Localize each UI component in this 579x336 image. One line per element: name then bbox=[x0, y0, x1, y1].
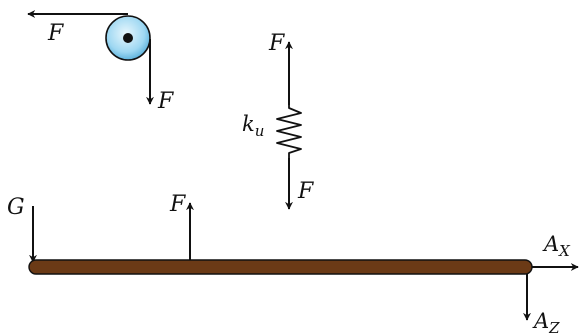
reaction-x-label: AX bbox=[542, 232, 571, 260]
reaction-z-label: AZ bbox=[532, 309, 560, 336]
spring-coil bbox=[276, 105, 302, 158]
spring-force-up-label: F bbox=[268, 31, 285, 56]
pulley-assembly: F F bbox=[27, 10, 174, 114]
pulley-force-down-label: F bbox=[157, 89, 174, 114]
beam-force-up-label: F bbox=[169, 192, 186, 217]
pulley-force-left-label: F bbox=[47, 21, 64, 46]
beam-assembly: G F AX AZ bbox=[7, 192, 579, 336]
pulley-axle bbox=[123, 33, 133, 43]
beam bbox=[28, 259, 533, 275]
spring-constant-label: ku bbox=[242, 112, 264, 140]
spring-assembly: F ku F bbox=[242, 31, 314, 210]
weight-label: G bbox=[7, 195, 25, 220]
spring-force-down-label: F bbox=[297, 179, 314, 204]
